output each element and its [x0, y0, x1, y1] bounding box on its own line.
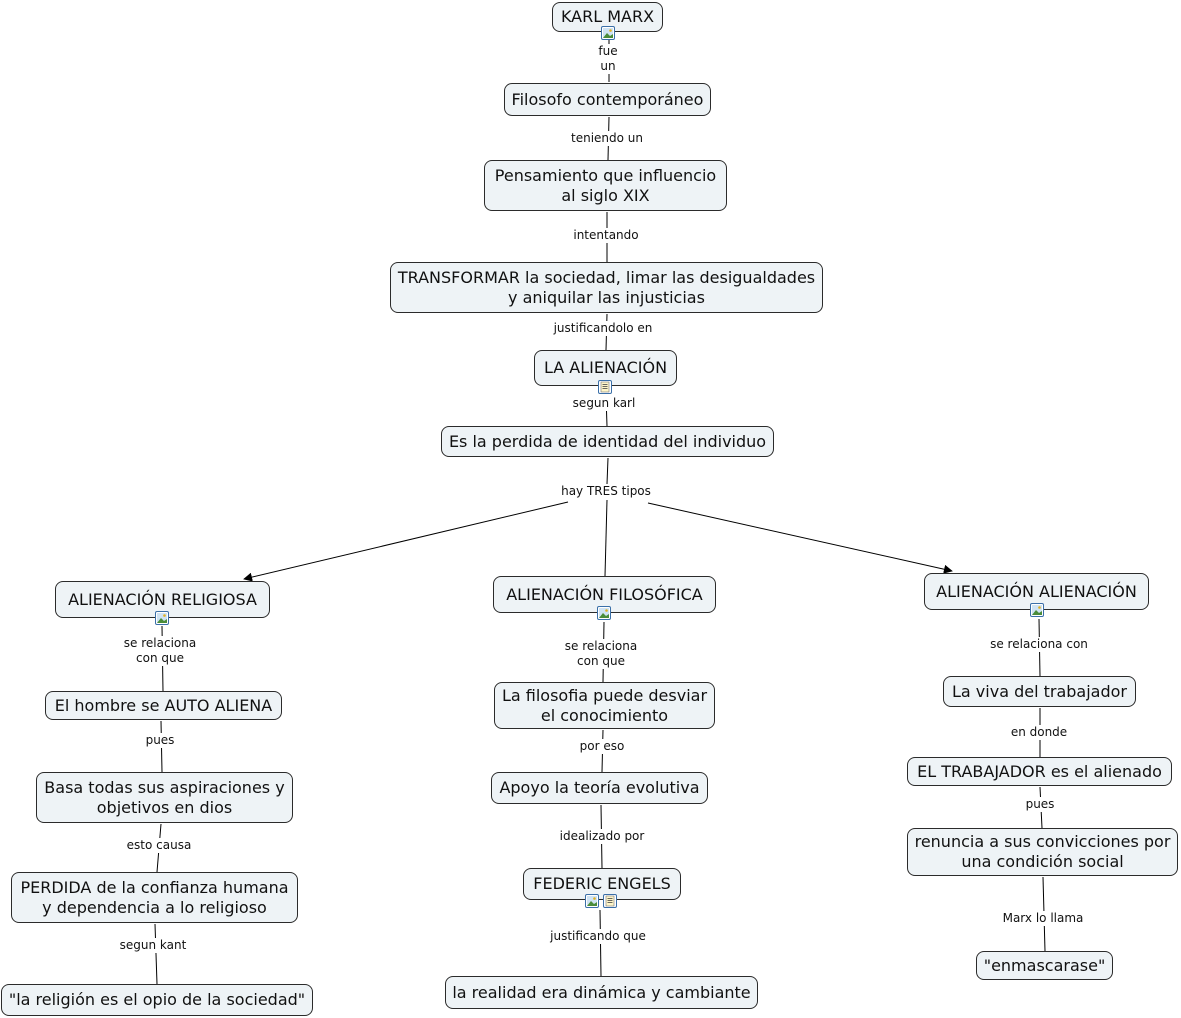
link-label-religiosa-se-relaciona: se relaciona con que: [121, 636, 199, 666]
concept-opio-sociedad[interactable]: "la religión es el opio de la sociedad": [1, 984, 313, 1016]
image-icon[interactable]: [601, 26, 615, 40]
link-label-alienacion-en-donde: en donde: [1008, 725, 1070, 740]
concept-perdida-identidad[interactable]: Es la perdida de identidad del individuo: [441, 426, 774, 457]
concept-renuncia-convicciones[interactable]: renuncia a sus convicciones por una cond…: [907, 828, 1178, 876]
link-label-alienacion-pues: pues: [1023, 797, 1057, 812]
document-icon[interactable]: [603, 894, 617, 908]
concept-filosofia-desviar[interactable]: La filosofia puede desviar el conocimien…: [494, 682, 715, 729]
link-label-justificandolo-en: justificandolo en: [551, 321, 655, 336]
concept-auto-aliena[interactable]: El hombre se AUTO ALIENA: [45, 691, 282, 720]
concept-alienacion-religiosa[interactable]: ALIENACIÓN RELIGIOSA: [55, 581, 270, 618]
link-label-intentando: intentando: [571, 228, 641, 243]
concept-pensamiento[interactable]: Pensamiento que influencio al siglo XIX: [484, 160, 727, 211]
link-label-filosofica-idealizado-por: idealizado por: [557, 829, 647, 844]
concept-trabajador-alienado[interactable]: EL TRABAJADOR es el alienado: [907, 757, 1172, 786]
concept-basa-aspiraciones[interactable]: Basa todas sus aspiraciones y objetivos …: [36, 772, 293, 823]
concept-viva-trabajador[interactable]: La viva del trabajador: [943, 676, 1136, 707]
document-icon[interactable]: [598, 380, 612, 394]
image-icon[interactable]: [585, 894, 599, 908]
concept-filosofo-contemporaneo[interactable]: Filosofo contemporáneo: [504, 83, 711, 116]
link-label-religiosa-esto-causa: esto causa: [124, 838, 194, 853]
link-label-filosofica-se-relaciona: se relaciona con que: [562, 639, 640, 669]
link-label-fue-un: fue un: [596, 44, 620, 74]
image-icon[interactable]: [1030, 603, 1044, 617]
image-icon[interactable]: [155, 611, 169, 625]
link-label-religiosa-pues: pues: [143, 733, 177, 748]
link-label-alienacion-se-relaciona-con: se relaciona con: [988, 637, 1090, 652]
concept-federic-engels[interactable]: FEDERIC ENGELS: [523, 868, 681, 900]
link-label-hay-tres-tipos: hay TRES tipos: [559, 484, 653, 499]
link-label-teniendo-un: teniendo un: [569, 131, 645, 146]
concept-realidad-dinamica[interactable]: la realidad era dinámica y cambiante: [445, 976, 758, 1009]
link-label-filosofica-por-eso: por eso: [577, 739, 627, 754]
link-label-segun-karl: segun karl: [570, 396, 638, 411]
concept-enmascarase[interactable]: "enmascarase": [976, 951, 1113, 980]
link-label-filosofica-justificando-que: justificando que: [548, 929, 648, 944]
concept-transformar[interactable]: TRANSFORMAR la sociedad, limar las desig…: [390, 262, 823, 313]
concept-teoria-evolutiva[interactable]: Apoyo la teoría evolutiva: [491, 772, 708, 804]
link-label-alienacion-marx-lo-llama: Marx lo llama: [1000, 911, 1086, 926]
image-icon[interactable]: [597, 606, 611, 620]
concept-perdida-confianza[interactable]: PERDIDA de la confianza humana y depende…: [11, 872, 298, 923]
link-label-religiosa-segun-kant: segun kant: [117, 938, 189, 953]
